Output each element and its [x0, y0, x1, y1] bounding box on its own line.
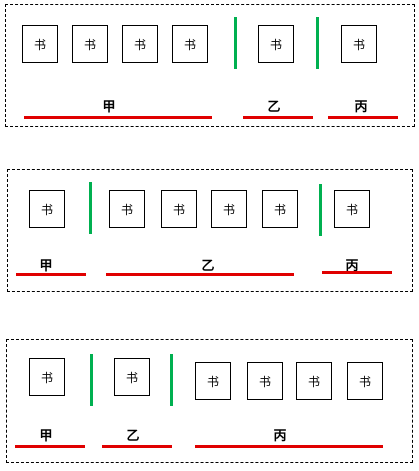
group-label-jia: 甲	[102, 100, 116, 115]
book: 书	[341, 25, 377, 63]
group-label-jia: 甲	[39, 259, 53, 274]
group-underline-bing	[195, 445, 383, 448]
group-label-bing: 丙	[345, 259, 359, 274]
group-label-bing: 丙	[273, 429, 287, 444]
group-label-yi: 乙	[267, 100, 281, 115]
book: 书	[347, 362, 383, 400]
book: 书	[195, 362, 231, 400]
divider-bar	[90, 354, 93, 406]
book: 书	[334, 190, 370, 228]
book: 书	[258, 25, 294, 63]
group-underline-bing	[322, 271, 392, 274]
book: 书	[262, 190, 298, 228]
group-underline-bing	[328, 116, 398, 119]
book: 书	[172, 25, 208, 63]
book: 书	[109, 190, 145, 228]
book: 书	[29, 190, 65, 228]
divider-bar	[89, 182, 92, 234]
book: 书	[72, 25, 108, 63]
arrangement-panel-1: 书 书 书 书 书 书 甲 乙 丙	[5, 4, 415, 127]
group-label-bing: 丙	[354, 100, 368, 115]
group-label-jia: 甲	[39, 429, 53, 444]
group-underline-jia	[15, 445, 85, 448]
book: 书	[161, 190, 197, 228]
group-label-yi: 乙	[126, 429, 140, 444]
group-underline-yi	[243, 116, 313, 119]
book: 书	[29, 358, 65, 396]
group-underline-yi	[106, 273, 294, 276]
divider-bar	[319, 184, 322, 236]
book: 书	[211, 190, 247, 228]
book: 书	[247, 362, 283, 400]
book: 书	[22, 25, 58, 63]
book: 书	[122, 25, 158, 63]
book: 书	[296, 362, 332, 400]
divider-bar	[234, 17, 237, 69]
divider-bar	[316, 17, 319, 69]
group-underline-jia	[16, 273, 86, 276]
group-underline-jia	[24, 116, 212, 119]
group-underline-yi	[102, 445, 172, 448]
divider-bar	[170, 354, 173, 406]
group-label-yi: 乙	[201, 259, 215, 274]
book: 书	[114, 358, 150, 396]
arrangement-panel-3: 书 书 书 书 书 书 甲 乙 丙	[6, 339, 413, 463]
arrangement-panel-2: 书 书 书 书 书 书 甲 乙 丙	[7, 169, 413, 292]
